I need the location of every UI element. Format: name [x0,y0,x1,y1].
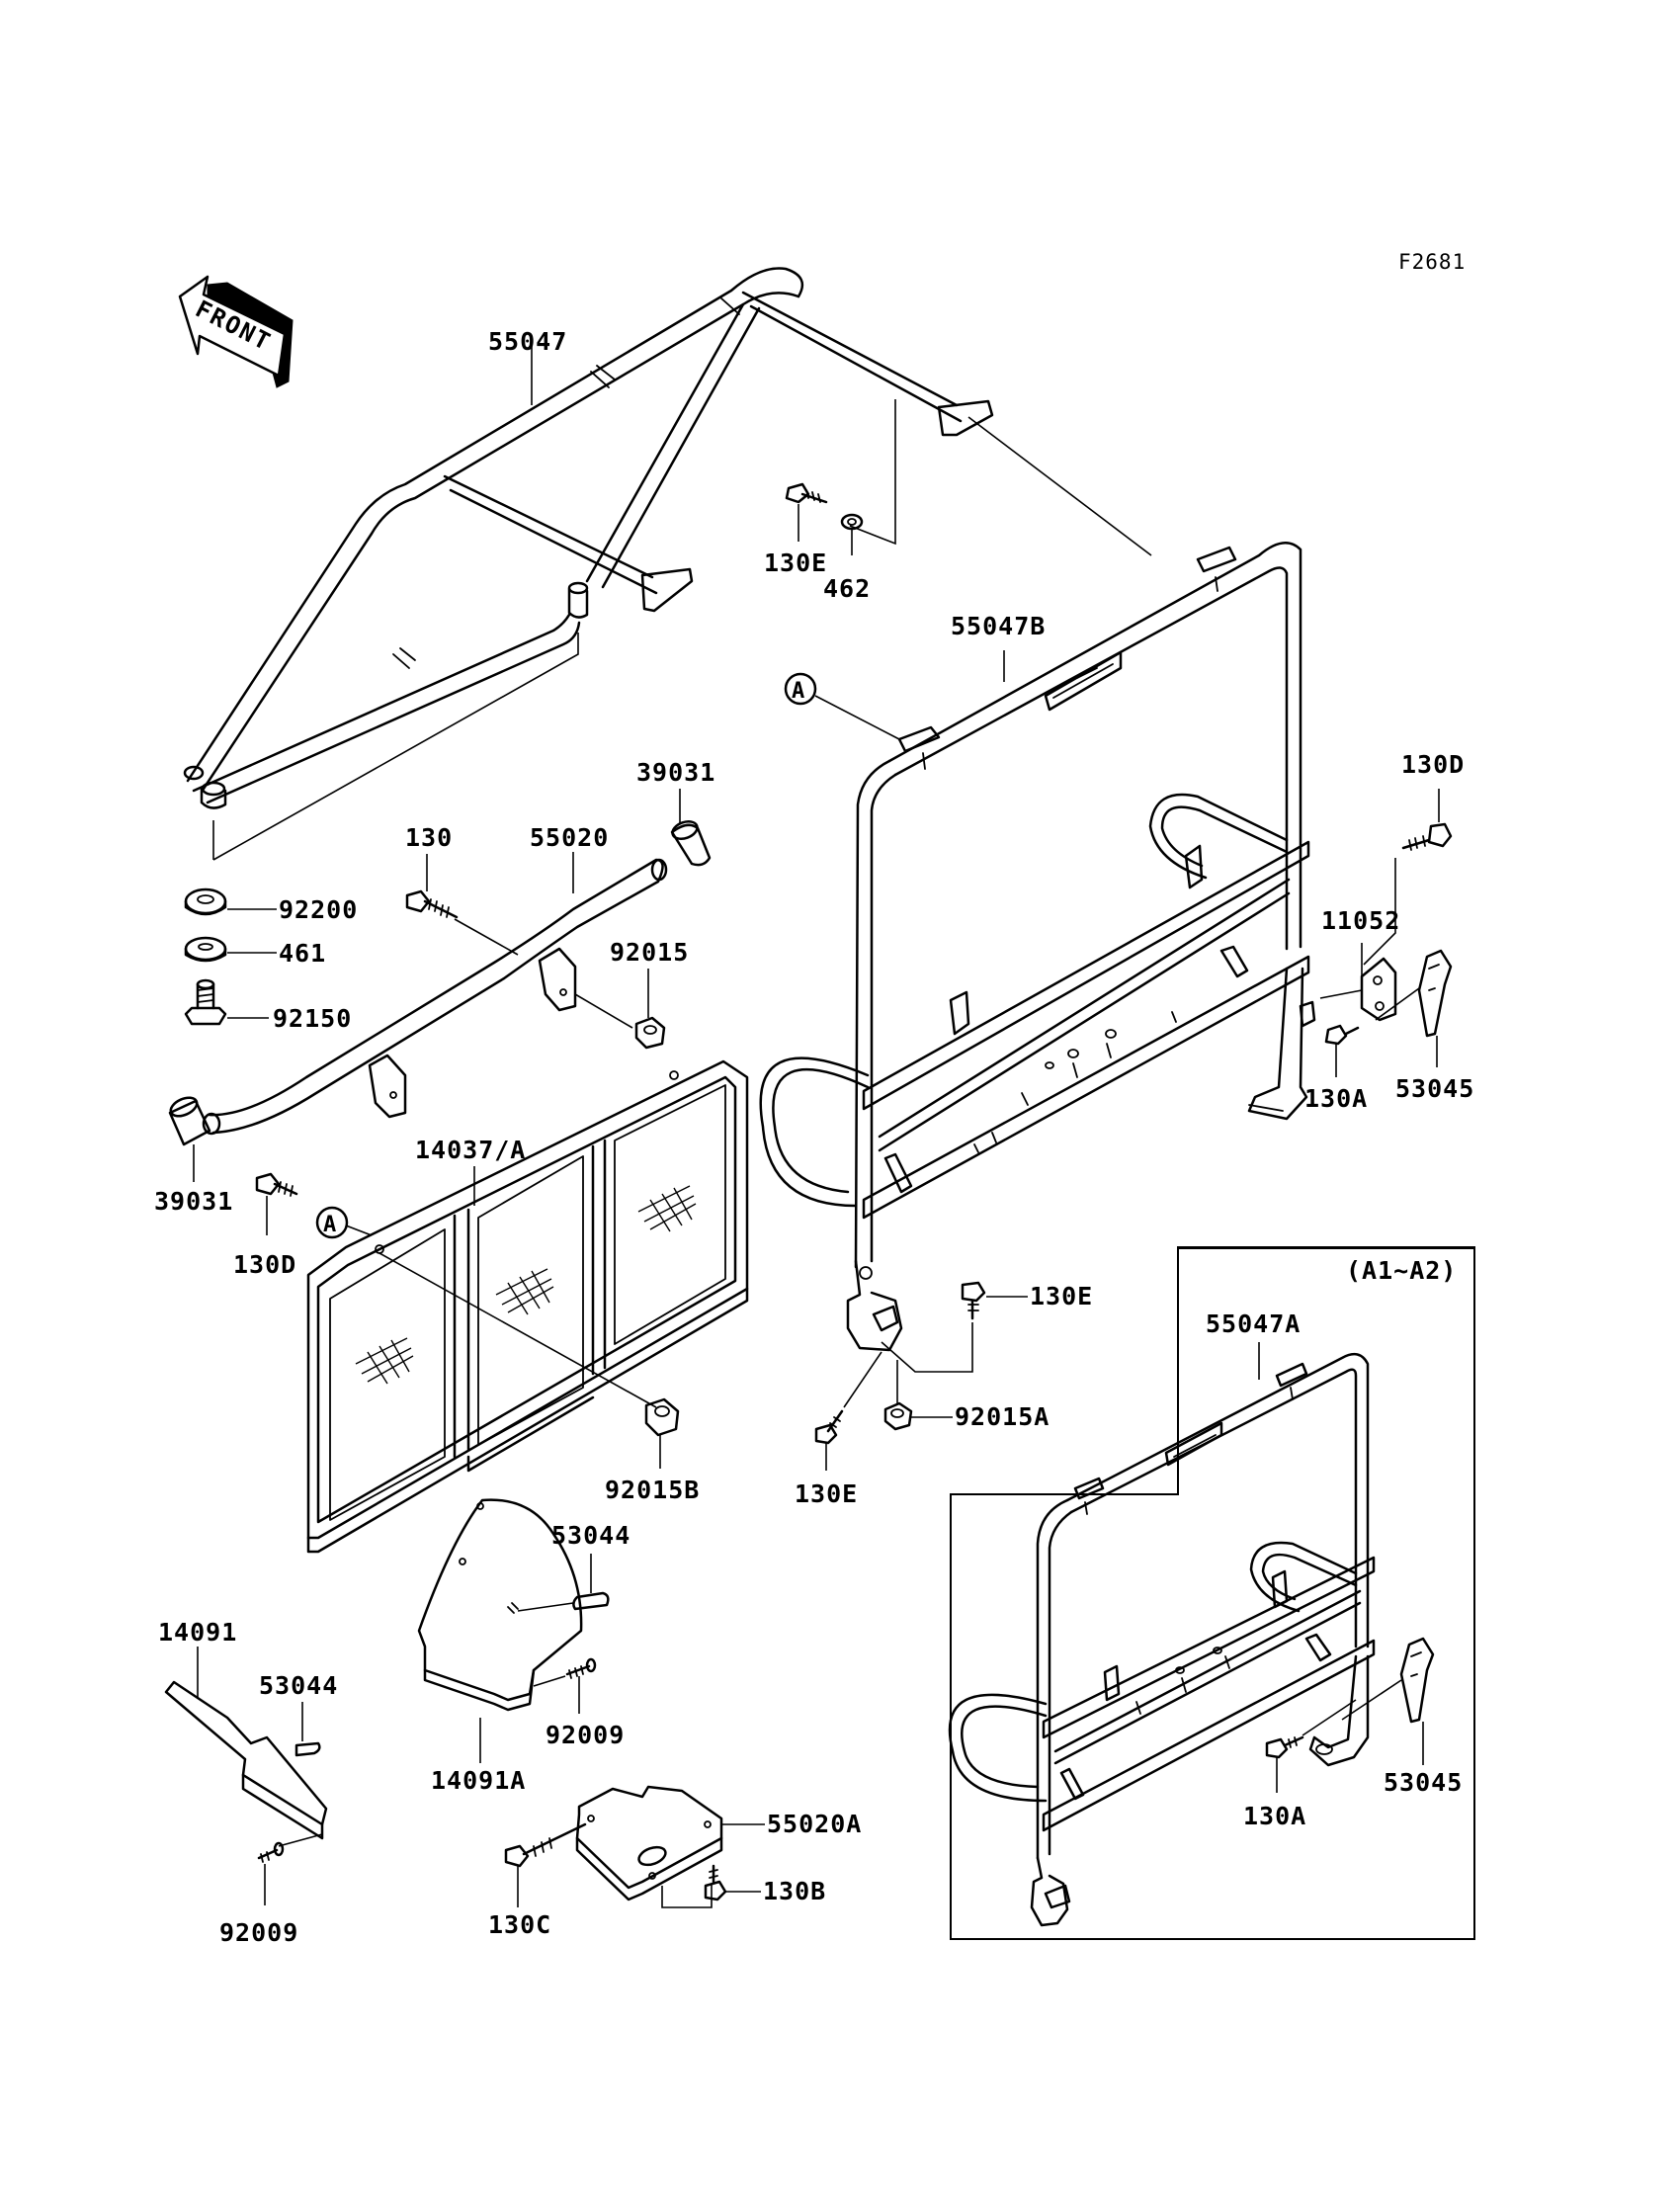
label-130C: 130C [488,1910,551,1939]
front-arrow: FRONT [178,275,294,388]
screw-92009-mid [565,1657,597,1679]
label-130E-top: 130E [764,549,827,577]
ref-marker-A-mid[interactable]: A [315,1206,349,1239]
label-55047: 55047 [488,327,567,356]
label-14091A: 14091A [431,1766,526,1795]
label-130E-mid: 130E [1030,1282,1093,1310]
label-130A-inset: 130A [1243,1802,1306,1830]
guard-14091A [417,1498,583,1712]
label-55020A: 55020A [767,1810,862,1838]
bracket-11052 [1360,957,1397,1022]
nut-92015A [883,1401,913,1431]
inset-label: (A1~A2) [1346,1256,1457,1285]
label-130D-left: 130D [233,1250,296,1279]
bar-55020 [202,858,668,1136]
bolt-92150 [184,978,227,1026]
label-39031-bottom: 39031 [154,1187,233,1216]
bolt-130C [504,1822,587,1868]
figure-ref: F2681 [1398,250,1466,274]
label-53045-main: 53045 [1395,1074,1474,1103]
bolt-130A-main [1324,1024,1360,1046]
nut-462 [840,513,864,531]
bolt-130E-low [814,1409,844,1445]
label-14091: 14091 [158,1618,237,1647]
clip-53044-mid [572,1591,610,1611]
bolt-130E-mid [961,1281,986,1320]
label-14037A: 14037/A [415,1136,526,1164]
washer-461 [184,936,227,963]
label-461: 461 [279,939,326,968]
label-130E-low: 130E [795,1479,858,1508]
bolt-130D-left [255,1172,298,1197]
label-92009-mid: 92009 [546,1721,625,1749]
washer-92200 [184,887,227,916]
label-53045-inset: 53045 [1384,1768,1463,1797]
svg-text:A: A [792,679,805,704]
collar-39031-bottom [168,1096,211,1146]
label-92200: 92200 [279,895,358,924]
label-92015: 92015 [610,938,689,967]
label-11052: 11052 [1321,906,1400,935]
latch-53045-main [1417,949,1453,1038]
screw-92009-left [257,1841,285,1863]
panel-14037A [306,1059,749,1554]
label-92015A: 92015A [955,1402,1050,1431]
label-39031-top: 39031 [636,758,715,787]
latch-53045-inset [1399,1637,1435,1724]
label-130A-main: 130A [1304,1084,1368,1113]
collar-39031-top [670,820,712,867]
label-55047B: 55047B [951,612,1046,640]
roof-frame-55047 [183,267,994,809]
label-130: 130 [405,823,453,852]
clip-53044-left [294,1741,321,1757]
label-130D-right: 130D [1401,750,1465,779]
bolt-130 [405,889,459,919]
label-92150: 92150 [273,1004,352,1033]
label-53044-left: 53044 [259,1671,338,1700]
bolt-130A-inset [1265,1735,1304,1759]
inset-box-A1-A2: (A1~A2) [950,1246,1475,1940]
label-92009-left: 92009 [219,1918,298,1947]
rear-frame-55047A-inset [948,1352,1376,1927]
ref-marker-A-top[interactable]: A [784,672,817,706]
guard-14091 [164,1680,328,1840]
label-55047A: 55047A [1206,1310,1301,1338]
rear-frame-55047B [759,542,1316,1352]
label-462: 462 [823,574,871,603]
plate-55020A [575,1785,723,1901]
nut-92015 [634,1016,666,1050]
svg-text:A: A [323,1213,337,1237]
label-92015B: 92015B [605,1476,700,1504]
bolt-130E-top [785,482,828,504]
label-130B: 130B [763,1877,826,1905]
label-53044-mid: 53044 [551,1521,630,1550]
nut-92015B [644,1397,680,1437]
label-55020: 55020 [530,823,609,852]
bolt-130B [704,1864,727,1901]
bolt-130D-right [1401,822,1453,851]
